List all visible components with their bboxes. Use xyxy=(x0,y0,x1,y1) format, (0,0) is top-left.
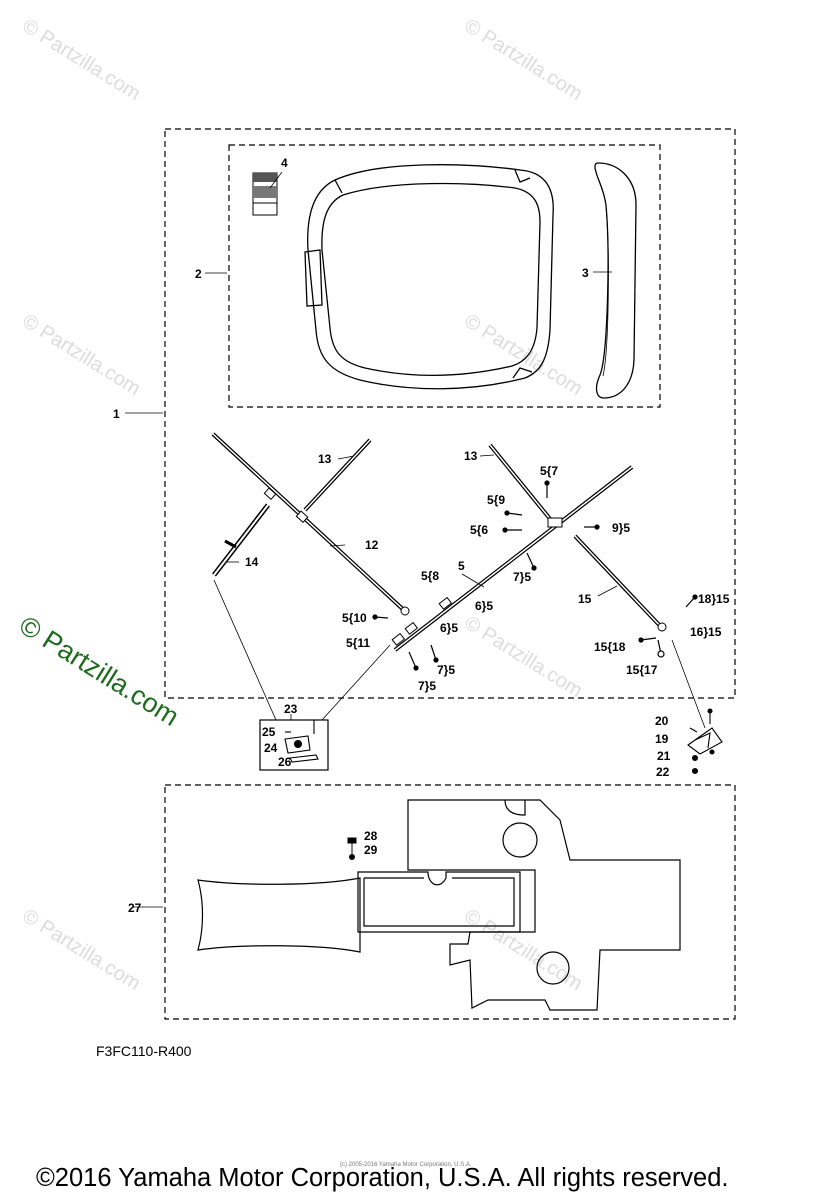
callout-6-5-b: 6}5 xyxy=(440,621,458,635)
callout-labels: 1 2 3 4 13 13 5{7 5{9 5{6 9}5 12 14 7}5 … xyxy=(113,156,730,915)
callout-26: 26 xyxy=(278,755,292,769)
callout-5-6: 5{6 xyxy=(470,523,488,537)
callout-14: 14 xyxy=(245,555,259,569)
copyright-small: (c) 2005-2016 Yamaha Motor Corporation, … xyxy=(340,1162,472,1168)
callout-5-8: 5{8 xyxy=(421,569,439,583)
callout-5-7: 5{7 xyxy=(540,464,558,478)
callout-1: 1 xyxy=(113,407,120,421)
mat-clip xyxy=(347,837,357,860)
callout-7-5-c: 7}5 xyxy=(418,679,436,693)
callout-21: 21 xyxy=(657,749,671,763)
mount-19-parts xyxy=(687,708,723,775)
callout-18-15: 18}15 xyxy=(698,592,730,606)
callout-5-10: 5{10 xyxy=(342,611,367,625)
mount-box-23 xyxy=(259,719,329,771)
callout-16-15: 16}15 xyxy=(690,625,722,639)
callout-25: 25 xyxy=(262,725,276,739)
leader-lines xyxy=(125,171,706,908)
callout-7-5-a: 7}5 xyxy=(513,570,531,584)
callout-5: 5 xyxy=(458,559,465,573)
mount-23-parts xyxy=(284,720,319,763)
callout-9-5: 9}5 xyxy=(612,521,630,535)
callout-13-right: 13 xyxy=(464,449,478,463)
callout-12: 12 xyxy=(365,538,379,552)
callout-15-18: 15{18 xyxy=(594,640,626,654)
callout-15-17: 15{17 xyxy=(626,663,658,677)
callout-2: 2 xyxy=(195,267,202,281)
group-box-kit xyxy=(164,128,736,699)
frame-right xyxy=(391,443,667,652)
callout-29: 29 xyxy=(364,843,378,857)
callout-7-5-b: 7}5 xyxy=(437,663,455,677)
callout-22: 22 xyxy=(656,765,670,779)
callout-15: 15 xyxy=(578,592,592,606)
callout-3: 3 xyxy=(582,266,589,280)
label-sticker xyxy=(252,172,278,216)
mat-set xyxy=(197,799,681,1011)
callout-20: 20 xyxy=(655,714,669,728)
callout-27: 27 xyxy=(128,901,142,915)
frame-left xyxy=(211,432,410,616)
callout-4: 4 xyxy=(281,156,288,170)
callout-19: 19 xyxy=(655,732,669,746)
callout-23: 23 xyxy=(284,702,298,716)
callout-5-11: 5{11 xyxy=(346,636,370,650)
bimini-top-canvas xyxy=(304,164,554,390)
callout-13-left: 13 xyxy=(318,452,332,466)
copyright-notice: ©2016 Yamaha Motor Corporation, U.S.A. A… xyxy=(36,1164,729,1192)
storage-boot xyxy=(594,162,637,399)
callout-24: 24 xyxy=(264,741,278,755)
group-box-mat xyxy=(164,784,736,1020)
drawing-code: F3FC110-R400 xyxy=(96,1043,192,1059)
callout-5-9: 5{9 xyxy=(487,493,505,507)
callout-6-5-a: 6}5 xyxy=(475,599,493,613)
callout-28: 28 xyxy=(364,829,378,843)
group-box-top xyxy=(228,144,661,408)
hardware-bolts xyxy=(372,480,698,671)
